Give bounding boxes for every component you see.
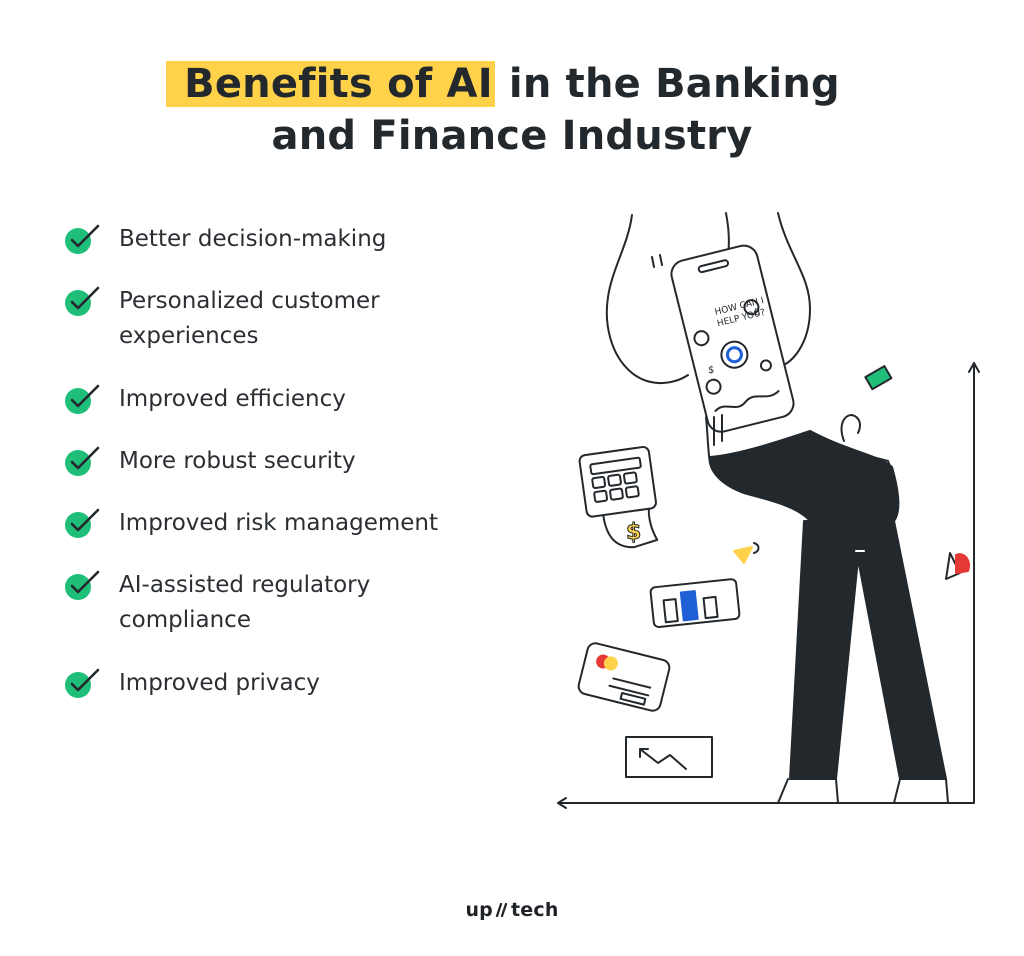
benefit-label: Better decision-making (119, 226, 387, 252)
benefit-label: Improved privacy (119, 670, 320, 696)
ai-banking-illustration: HOW CAN I HELP YOU? B $ (557, 212, 980, 809)
yellow-triangle-icon (733, 542, 760, 564)
check-icon (65, 384, 100, 414)
benefit-label: More robust security (119, 448, 356, 474)
brand-left: up (465, 899, 493, 921)
title-line-2: and Finance Industry (271, 113, 753, 159)
title-line-1: Benefits of AI in the Banking (0, 58, 1024, 110)
person-illustration (705, 414, 949, 804)
check-icon (65, 446, 100, 476)
phone-dollar-symbol: $ (708, 365, 714, 376)
page-title: Benefits of AI in the Banking and Financ… (0, 58, 1024, 162)
benefit-label: Improved efficiency (119, 386, 346, 412)
benefit-label: Personalized customer experiences (119, 288, 380, 349)
benefit-label: AI-assisted regulatory compliance (119, 572, 371, 633)
credit-card-icon (577, 642, 671, 712)
title-highlighted-text: Benefits of AI (166, 61, 495, 107)
receipt-dollar-symbol: $ (626, 520, 641, 545)
check-icon (65, 668, 100, 698)
check-icon (65, 286, 100, 316)
bar-chart-card-icon (649, 578, 741, 628)
chart-axes (557, 362, 980, 809)
check-icon (65, 570, 100, 600)
trend-chart-card-icon (625, 736, 713, 778)
calculator-icon (578, 446, 659, 549)
title-line-1-rest: in the Banking (494, 61, 840, 107)
pie-chart-icon (945, 552, 970, 580)
slashes-icon (495, 903, 508, 917)
benefit-label: Improved risk management (119, 510, 439, 536)
check-icon (65, 224, 100, 254)
brand-right: tech (510, 899, 559, 921)
check-icon (65, 508, 100, 538)
phone-illustration (670, 244, 795, 433)
green-card-icon (864, 365, 893, 391)
bitcoin-symbol: B (754, 308, 760, 318)
